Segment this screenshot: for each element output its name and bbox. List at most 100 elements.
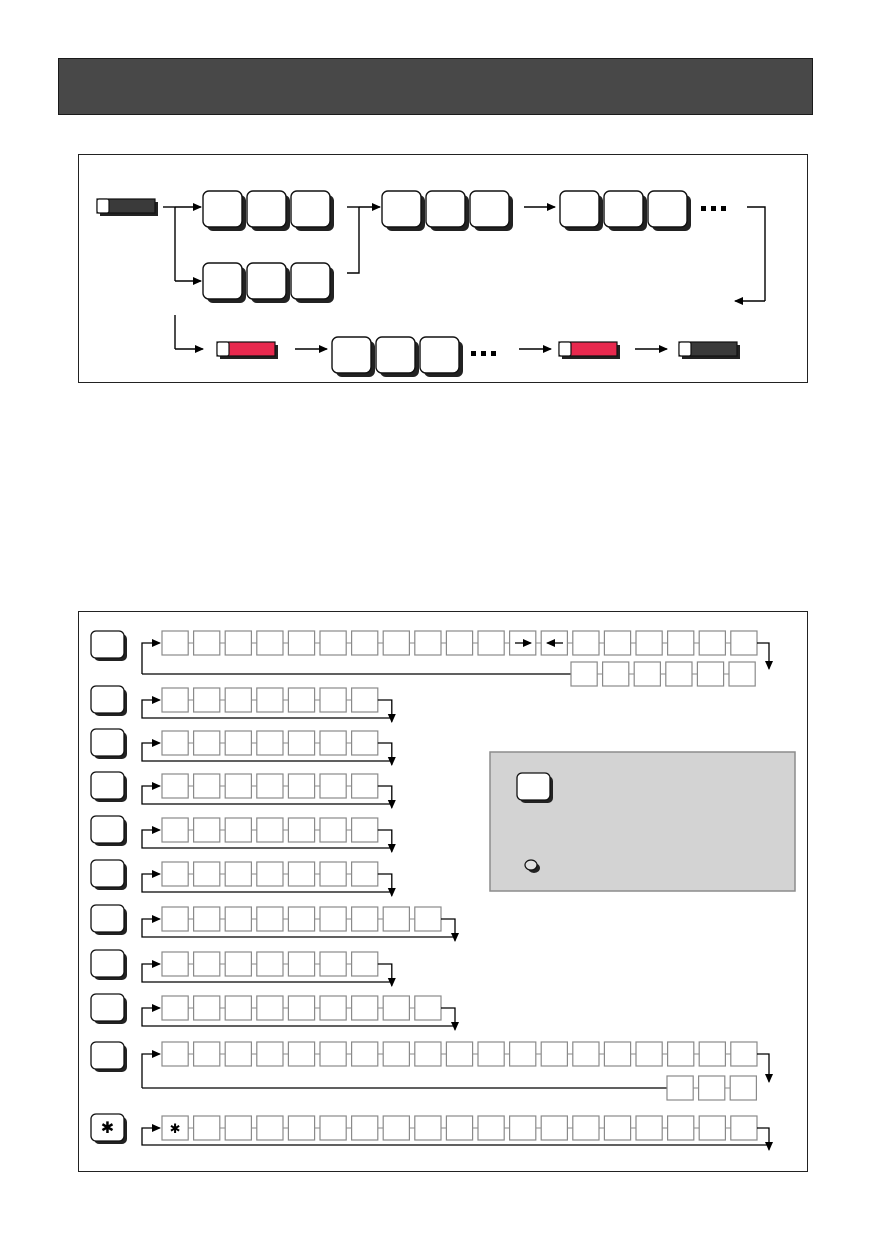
row-9-cell-6 <box>319 995 347 1021</box>
row-1-wrap-cell-2 <box>601 661 630 687</box>
row-5-cell-6 <box>319 817 347 843</box>
row-6-cell-3 <box>224 861 252 887</box>
row-1-cell-5 <box>287 630 316 656</box>
row-10-entry-arrow <box>141 1050 161 1088</box>
row-10-cell-13 <box>540 1041 569 1067</box>
row-2-cell-1 <box>161 687 189 713</box>
group-3-key-3 <box>469 190 510 228</box>
row-5-cell-5 <box>287 817 316 843</box>
group-4-key-3 <box>647 190 688 228</box>
row-8-entry-arrow <box>141 960 161 978</box>
row-9-cell-5 <box>287 995 316 1021</box>
row-10-exit-arrow <box>757 1053 773 1083</box>
row-6-cell-5 <box>287 861 316 887</box>
row-9-cell-8 <box>382 995 411 1021</box>
end-key-tab <box>678 341 692 357</box>
row-2-bottom-line <box>141 714 392 719</box>
row-7-bottom-line <box>141 933 455 938</box>
row-4-cell-6 <box>319 773 347 799</box>
star-cell-label: ✱ <box>170 1122 181 1137</box>
row-star-cell-4 <box>256 1115 284 1141</box>
group-5-key-1 <box>331 336 372 374</box>
row-8-bottom-line <box>141 978 392 983</box>
row-1-key <box>90 630 125 659</box>
row-2-key <box>90 685 125 714</box>
row-5-cell-3 <box>224 817 252 843</box>
row-10-cell-5 <box>287 1041 316 1067</box>
join-bottom <box>347 207 360 274</box>
row-8-cell-2 <box>192 951 221 977</box>
row-10-cell-4 <box>256 1041 284 1067</box>
row-8-cell-6 <box>319 951 347 977</box>
row-star-bottom-line <box>141 1142 769 1146</box>
row-9-key <box>90 993 125 1022</box>
row-2-cell-7 <box>351 687 379 713</box>
row-10-cell-6 <box>319 1041 347 1067</box>
row-1-cell-18 <box>698 630 727 656</box>
row-8-cell-7 <box>351 951 379 977</box>
start-key-tab <box>96 198 110 214</box>
row-7-cell-3 <box>224 906 252 932</box>
row-5-key <box>90 815 125 844</box>
row-10-cell-18 <box>698 1041 727 1067</box>
row-star-cell-6 <box>319 1115 347 1141</box>
row-7-cell-8 <box>382 906 411 932</box>
row-star-cell-8 <box>382 1115 411 1141</box>
row-star-cell-11 <box>477 1115 505 1141</box>
row-1-wrap-cell-4 <box>665 661 693 687</box>
legend-key-symbol <box>516 772 551 801</box>
row-4-cell-1 <box>161 773 189 799</box>
title-bar <box>58 58 813 115</box>
row-6-key <box>90 859 125 888</box>
row-7-cell-7 <box>351 906 379 932</box>
row-4-cell-4 <box>256 773 284 799</box>
ellipsis-2-dot-2 <box>481 351 486 356</box>
row-2-cell-2 <box>192 687 221 713</box>
row-7-cell-5 <box>287 906 316 932</box>
key-sequence-diagram <box>78 154 808 383</box>
ellipsis-1-dot-2 <box>711 206 716 211</box>
row-8-cell-5 <box>287 951 316 977</box>
row-star-cell-17 <box>666 1115 695 1141</box>
row-6-cell-6 <box>319 861 347 887</box>
row-10-cell-9 <box>414 1041 442 1067</box>
row-1-wrap-cell-1 <box>570 661 598 687</box>
row-3-cell-1 <box>161 730 189 756</box>
row-1-wrap-cell-5 <box>696 661 725 687</box>
row-7-cell-1 <box>161 906 189 932</box>
row-5-entry-arrow <box>141 826 161 844</box>
row-1-cell-14 <box>572 630 600 656</box>
row-6-cell-7 <box>351 861 379 887</box>
row-3-entry-arrow <box>141 739 161 757</box>
red-key-2-tab <box>558 341 572 357</box>
ellipsis-2-dot-1 <box>471 351 476 356</box>
row-star-cell-15 <box>603 1115 632 1141</box>
row-9-entry-arrow <box>141 1004 161 1022</box>
row-10-cell-12 <box>509 1041 537 1067</box>
ellipsis-2-dot-3 <box>491 351 496 356</box>
row-star-cell-10 <box>445 1115 474 1141</box>
row-8-exit-arrow <box>377 963 396 987</box>
row-2-cell-5 <box>287 687 316 713</box>
row-2-cell-4 <box>256 687 284 713</box>
row-1-cell-17 <box>666 630 695 656</box>
row-5-cell-1 <box>161 817 189 843</box>
row-8-cell-4 <box>256 951 284 977</box>
row-3-cell-7 <box>351 730 379 756</box>
row-star-cell-1 <box>161 1115 189 1141</box>
row-9-cell-2 <box>192 995 221 1021</box>
row-10-cell-7 <box>351 1041 379 1067</box>
row-star-key <box>90 1113 125 1142</box>
row-6-cell-2 <box>192 861 221 887</box>
row-10-cell-19 <box>730 1041 758 1067</box>
legend-dot-symbol <box>524 859 538 871</box>
row-10-cell-2 <box>192 1041 221 1067</box>
row-7-cell-2 <box>192 906 221 932</box>
row-8-cell-3 <box>224 951 252 977</box>
row-star-cell-12 <box>509 1115 537 1141</box>
row-1-cell-15 <box>603 630 632 656</box>
group-2-key-2 <box>246 262 287 300</box>
row-10-cell-14 <box>572 1041 600 1067</box>
row-star-cell-3 <box>224 1115 252 1141</box>
row-9-exit-arrow <box>441 1007 459 1031</box>
